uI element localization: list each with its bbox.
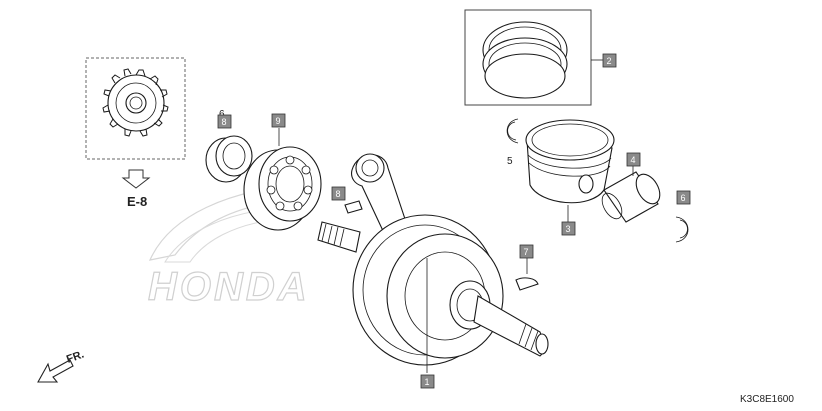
reference-arrow-icon	[121, 169, 151, 189]
piston: 3	[525, 119, 615, 236]
callout-seal-box: 8	[222, 117, 227, 127]
callout-clip-right: 6	[681, 193, 686, 203]
crankshaft: 1	[317, 153, 549, 389]
reference-label: E-8	[127, 194, 147, 209]
callout-key-upper: 8	[336, 189, 341, 199]
callout-box-bearing	[271, 113, 286, 128]
front-arrow-icon	[37, 359, 74, 383]
diagram-code: K3C8E1600	[740, 394, 794, 405]
callout-key-small: 7	[524, 247, 529, 257]
piston-ring-set: 2	[464, 9, 617, 106]
honda-watermark: HONDA	[147, 184, 310, 310]
woodruff-key: 7	[515, 244, 539, 291]
callout-ring-set: 2	[607, 56, 612, 66]
callout-clip-left: 5	[507, 156, 513, 167]
piston-pin-clip-left: 5	[506, 118, 519, 167]
piston-pin: 4	[601, 152, 661, 223]
radial-bearing: 9	[243, 113, 322, 231]
callout-box-pin	[626, 152, 641, 167]
gear-icon	[102, 68, 169, 137]
callout-box-seal	[217, 114, 232, 129]
key-upper: 8	[331, 186, 363, 214]
callout-pin: 4	[631, 155, 636, 165]
callout-box-clip-right	[676, 190, 691, 205]
callout-box-ring-set	[602, 53, 617, 68]
gear-reference-group: E-8	[85, 57, 186, 209]
front-direction-indicator: FR.	[37, 348, 86, 383]
callout-bearing: 9	[276, 116, 281, 126]
callout-box-key-upper	[331, 186, 346, 201]
ring-set-frame	[464, 9, 592, 106]
callout-piston: 3	[566, 224, 571, 234]
callout-box-piston	[561, 221, 576, 236]
direction-label: FR.	[65, 348, 86, 365]
callout-seal-plain: 6	[219, 109, 225, 120]
callout-crankshaft: 1	[425, 377, 430, 387]
callout-box-key-small	[519, 244, 534, 259]
callout-box-crankshaft	[420, 374, 435, 389]
watermark-text: HONDA	[148, 265, 310, 309]
oil-seal: 6 8	[205, 109, 253, 183]
piston-pin-clip-right: 6	[675, 190, 691, 243]
